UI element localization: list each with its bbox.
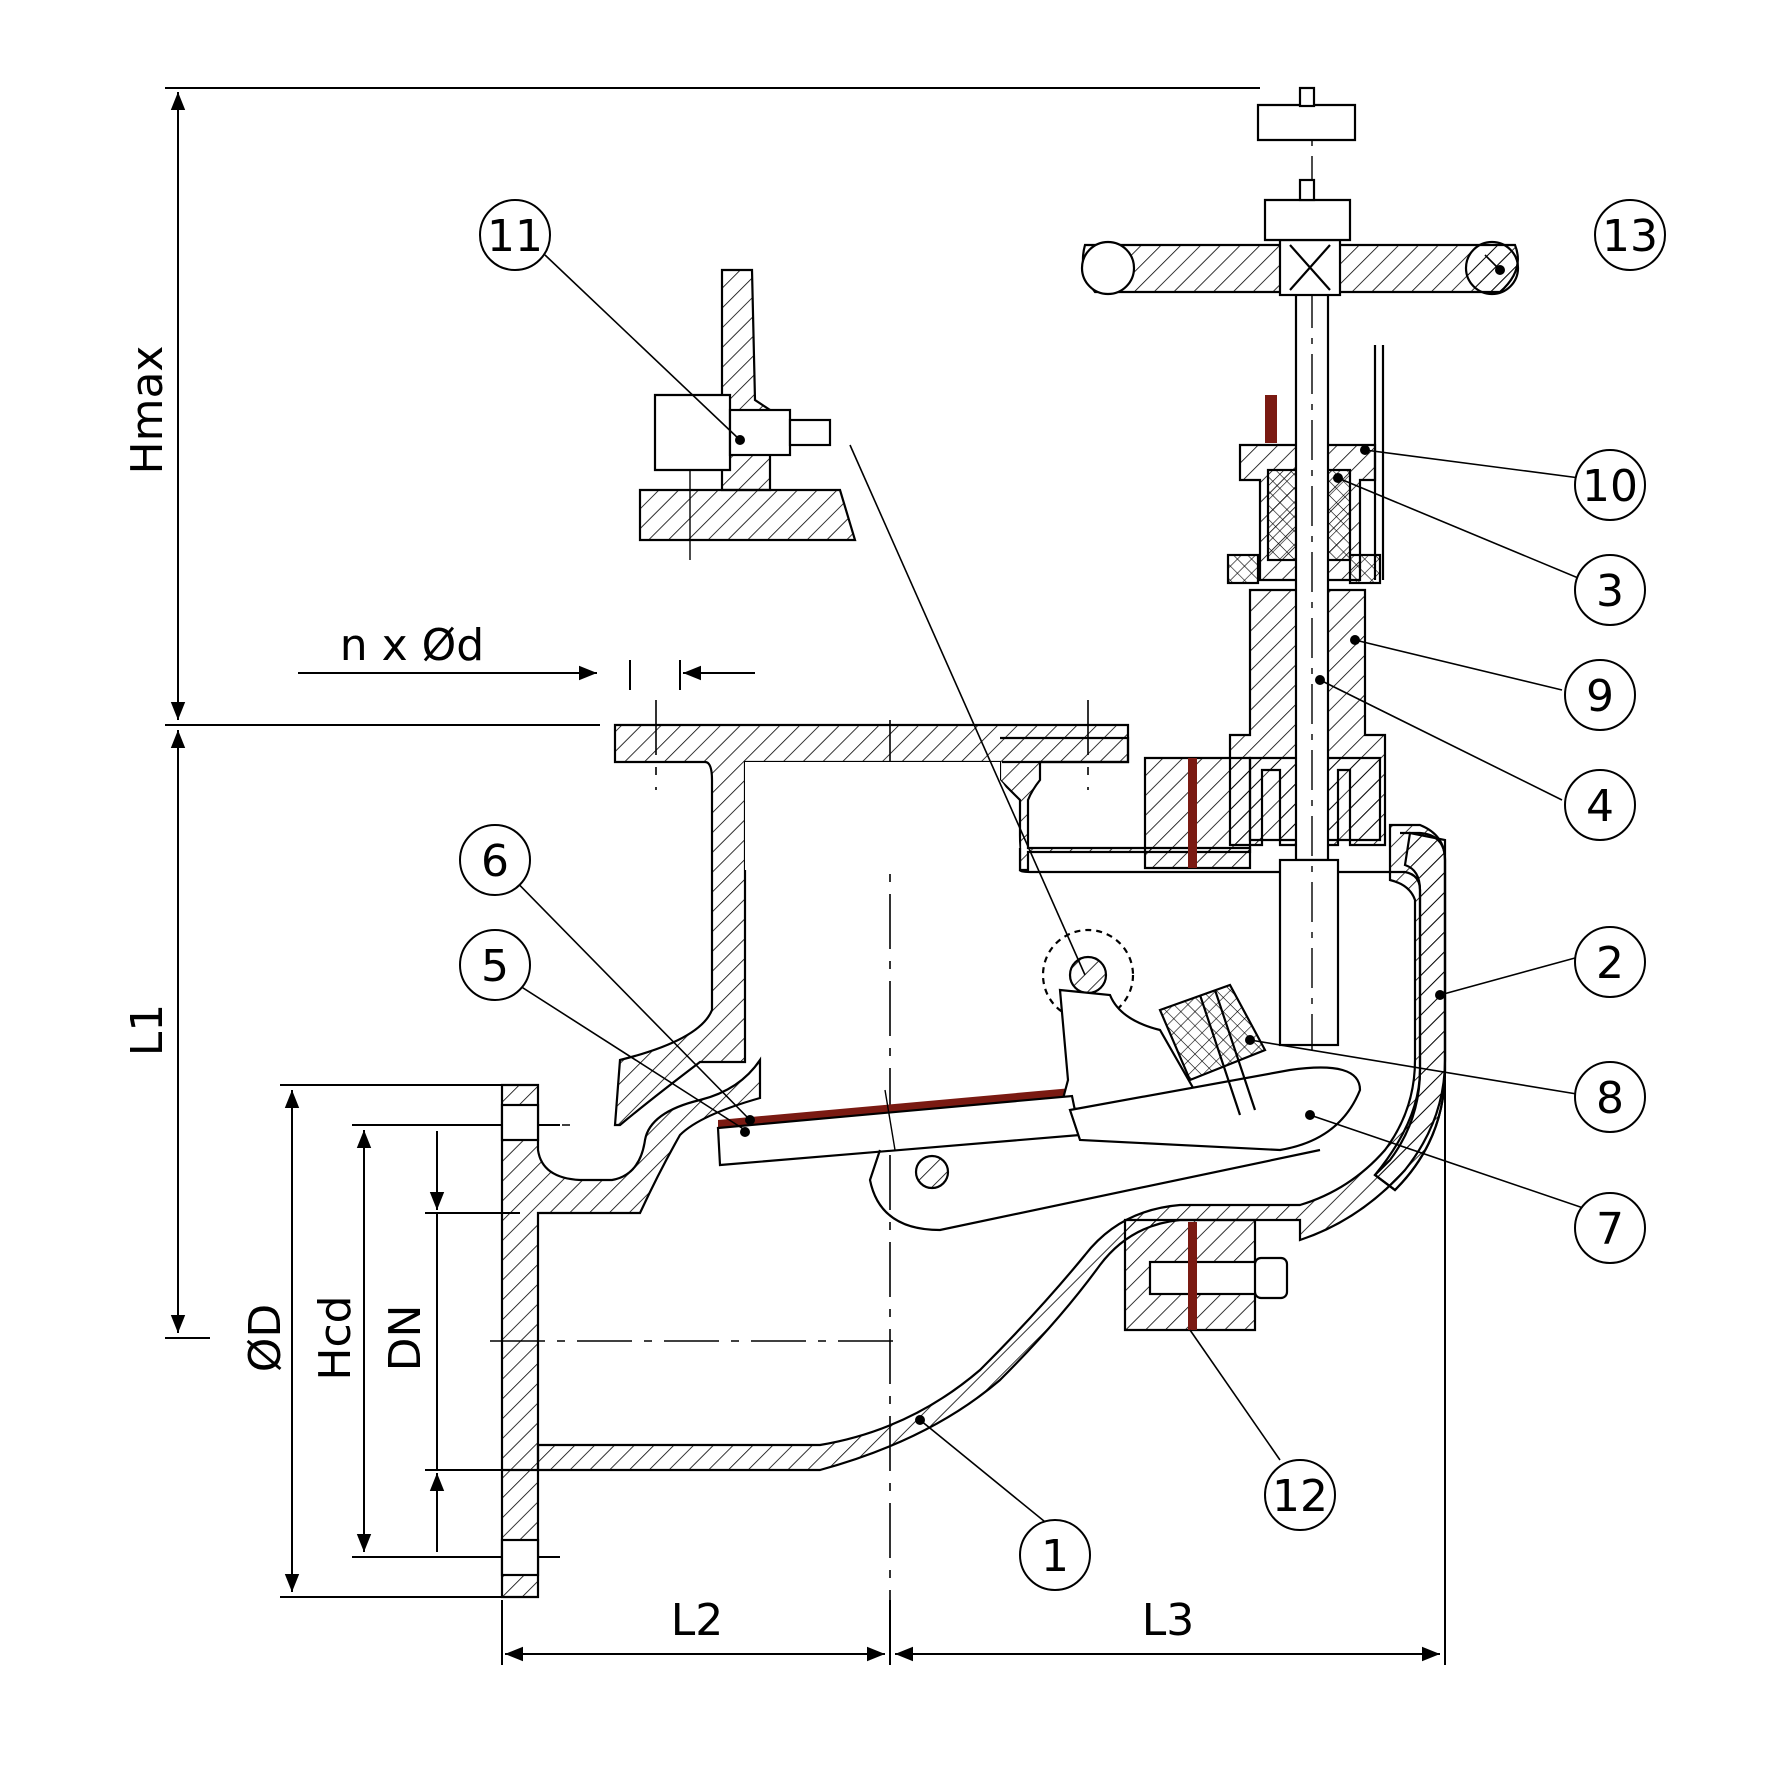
balloon-4: 4 <box>1586 781 1614 832</box>
detail-11 <box>638 268 857 560</box>
balloon-5: 5 <box>481 941 509 992</box>
dimension-labels: Hmax L1 ØD Hcd DN L2 L3 n x Ød <box>122 346 1194 1646</box>
balloon-11: 11 <box>487 211 543 262</box>
hcd-label: Hcd <box>310 1295 361 1380</box>
balloon-12: 12 <box>1272 1471 1328 1522</box>
balloon-1: 1 <box>1041 1531 1069 1582</box>
balloon-7: 7 <box>1596 1204 1624 1255</box>
balloon-9: 9 <box>1586 671 1614 722</box>
od-label: ØD <box>240 1304 291 1373</box>
l2-label: L2 <box>671 1595 724 1646</box>
balloon-8: 8 <box>1596 1073 1624 1124</box>
balloon-2: 2 <box>1596 938 1624 989</box>
gaskets <box>718 395 1277 1330</box>
nxd-label: n x Ød <box>340 620 484 671</box>
stem-assembly <box>1080 86 1520 1050</box>
leader-lines <box>494 254 1596 1531</box>
balloon-3: 3 <box>1596 566 1624 617</box>
balloons <box>459 199 1666 1591</box>
l3-label: L3 <box>1142 1595 1195 1646</box>
hmax-label: Hmax <box>122 346 173 475</box>
l1-label: L1 <box>122 1004 173 1057</box>
leader-dots <box>735 265 1505 1425</box>
balloon-labels: 13 11 10 3 9 4 2 8 7 6 5 12 1 <box>481 211 1658 1582</box>
dimension-lines <box>165 87 1446 1665</box>
balloon-13: 13 <box>1602 211 1658 262</box>
balloon-10: 10 <box>1582 461 1638 512</box>
disc-assembly <box>716 928 1362 1232</box>
dn-label: DN <box>380 1305 431 1372</box>
balloon-6: 6 <box>481 836 509 887</box>
